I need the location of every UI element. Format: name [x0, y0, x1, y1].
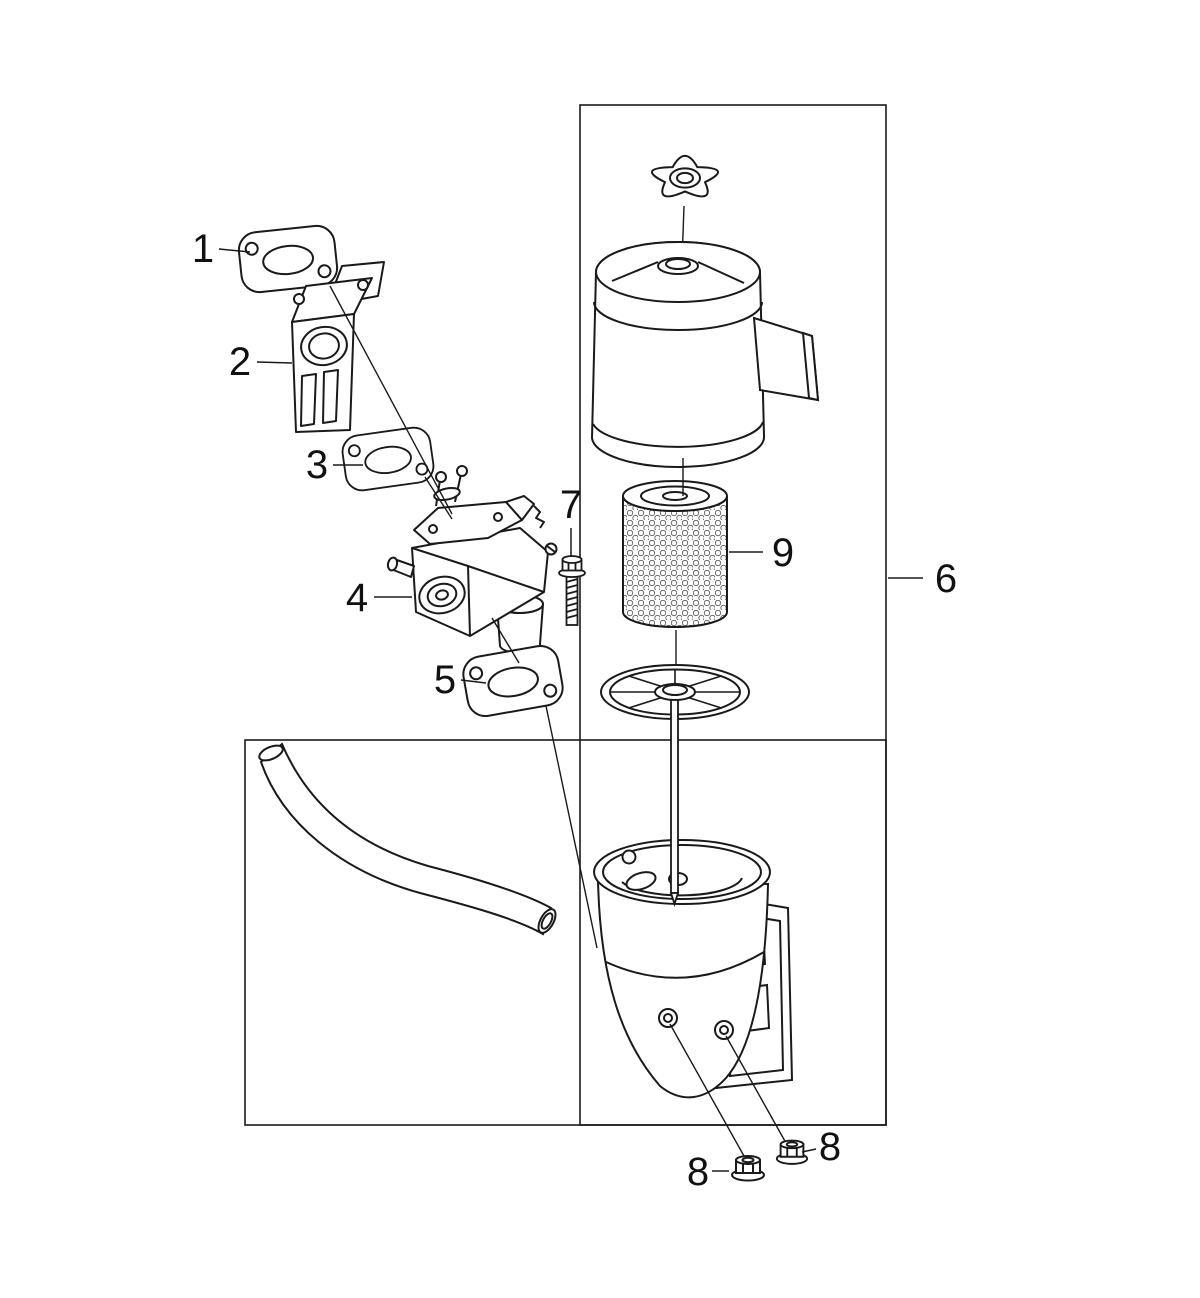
callout-9: 9: [772, 531, 794, 575]
callout-1: 1: [192, 227, 214, 271]
venturi-bore: [418, 575, 466, 615]
callout-3: 3: [306, 443, 328, 487]
throttle-linkage: [505, 495, 535, 521]
carburetor: [386, 465, 558, 677]
callout-2: 2: [229, 340, 251, 384]
callout-labels: 1 2 3 4 5 6 7 8 8 9: [192, 227, 957, 1194]
callout-leader-lines: [218, 248, 923, 1172]
baffle-plate: [600, 664, 750, 720]
base-cup: [596, 878, 770, 1099]
callout-4: 4: [346, 576, 368, 620]
gasket-middle: [339, 424, 437, 494]
callout-8-right: 8: [819, 1125, 841, 1169]
wing-knob: [652, 156, 718, 197]
flange-nut-left: [731, 1155, 765, 1182]
filter-element: [622, 480, 728, 628]
breather-hose: [258, 742, 557, 936]
gasket-lower: [459, 642, 567, 720]
callout-8-left: 8: [687, 1150, 709, 1194]
frame-lower: [244, 739, 887, 1126]
air-cleaner-cover: [590, 241, 820, 469]
air-cleaner-base: [593, 839, 794, 1099]
callout-6: 6: [935, 557, 957, 601]
filter-stud: [669, 699, 680, 907]
flange-nut-right: [775, 1139, 809, 1165]
insulator-spacer: [291, 261, 385, 433]
detail-frames: [244, 104, 887, 1126]
callout-7: 7: [560, 483, 582, 527]
callout-5: 5: [434, 658, 456, 702]
assembly-axis-lines: [329, 285, 787, 1157]
flange-bolt: [558, 555, 586, 626]
